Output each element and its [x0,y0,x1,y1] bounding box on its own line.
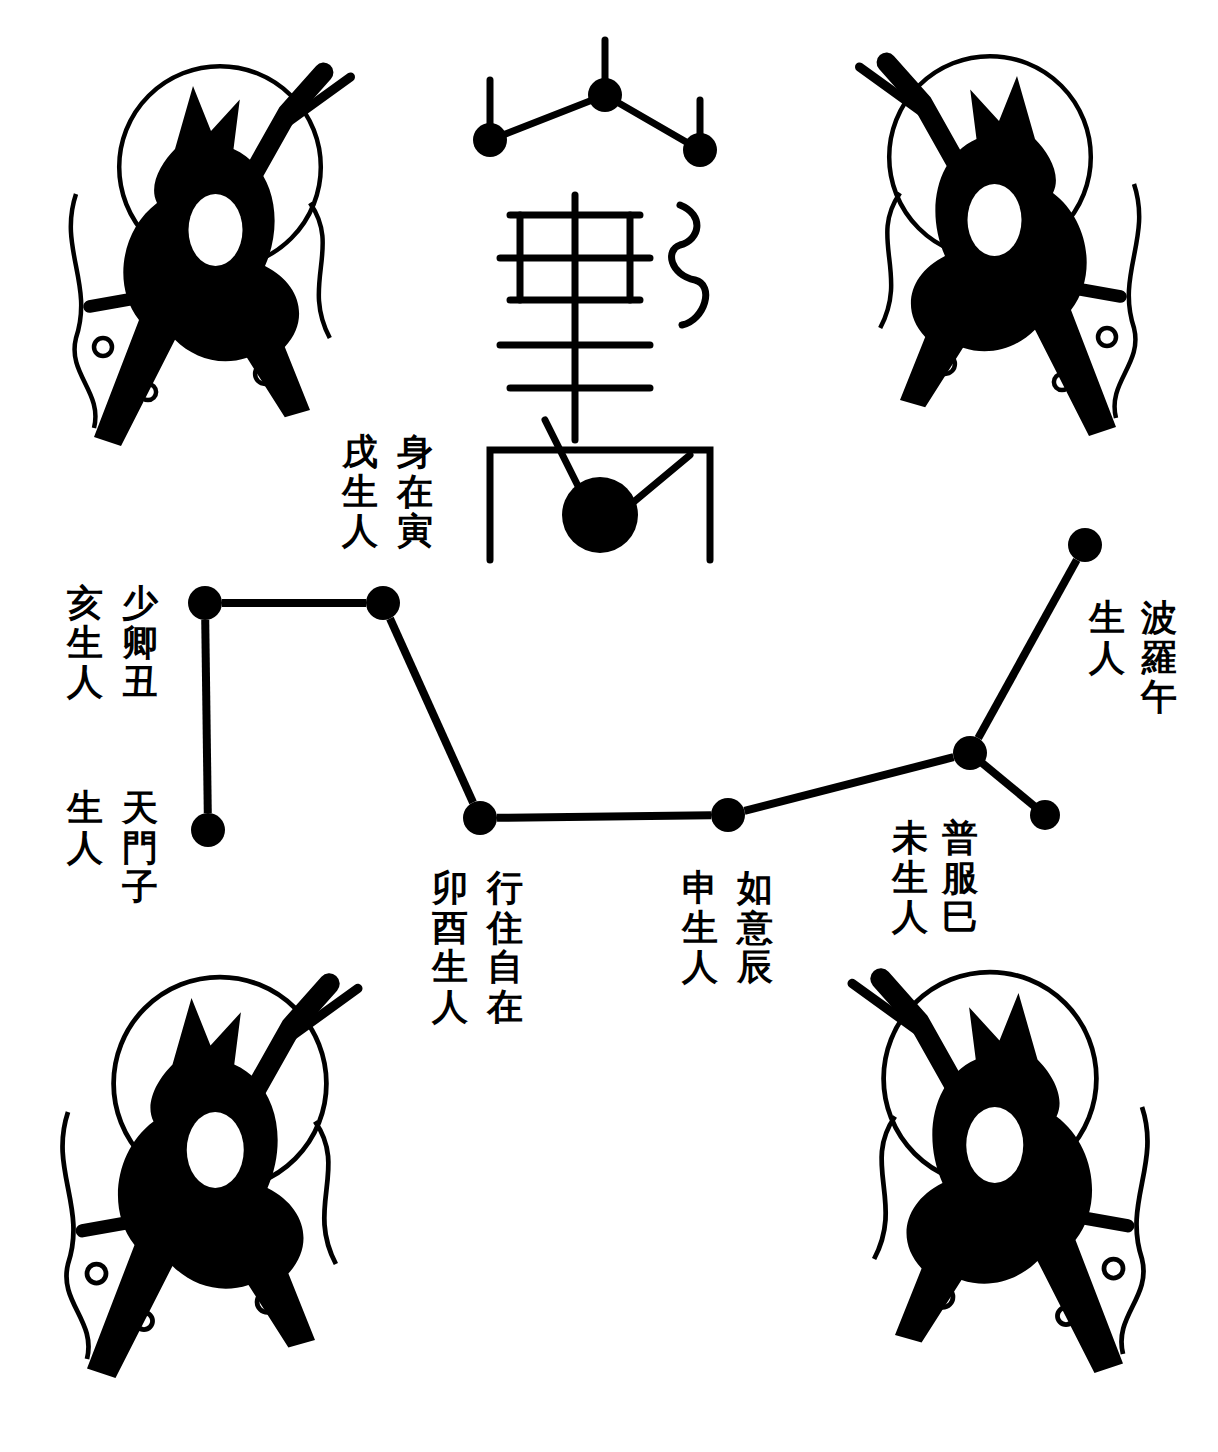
constellation-line [390,618,473,802]
star-label: 身在寅 戌生人 [342,432,433,553]
star-label: 波羅午 生人 [1089,598,1177,719]
constellation-line [205,620,208,813]
talisman-dot [588,78,622,112]
guardian-figure [852,972,1147,1373]
guardian-figure [71,66,351,446]
star-dot: 身在寅 戌生人 [366,586,400,620]
star-label: 少卿丑 亥生人 [67,583,158,704]
star-label: 天門子 生人 [67,788,158,909]
talisman-dot [473,123,507,157]
star-dot: 行住自在 卯酉生人 [463,801,497,835]
constellation-line [744,757,953,811]
star-label: 行住自在 卯酉生人 [432,868,523,1029]
constellation-line [978,560,1077,738]
star-label: 普服巳 未生人 [892,818,978,939]
talisman-symbol [490,40,710,560]
auxiliary-star [1030,800,1060,830]
star-dot: 如意辰 申生人 [711,798,745,832]
star-label: 如意辰 申生人 [682,868,773,989]
star-dot: 普服巳 未生人 [953,736,987,770]
constellation-line [222,599,366,607]
star-dot: 波羅午 生人 [1068,528,1102,562]
guardian-figure [860,56,1140,436]
guardian-figure [63,977,358,1378]
talisman-dot [683,133,717,167]
talisman-dot [562,477,638,553]
star-dot: 天門子 生人 [191,813,225,847]
star-dot: 少卿丑 亥生人 [188,586,222,620]
constellation-line [497,815,711,818]
